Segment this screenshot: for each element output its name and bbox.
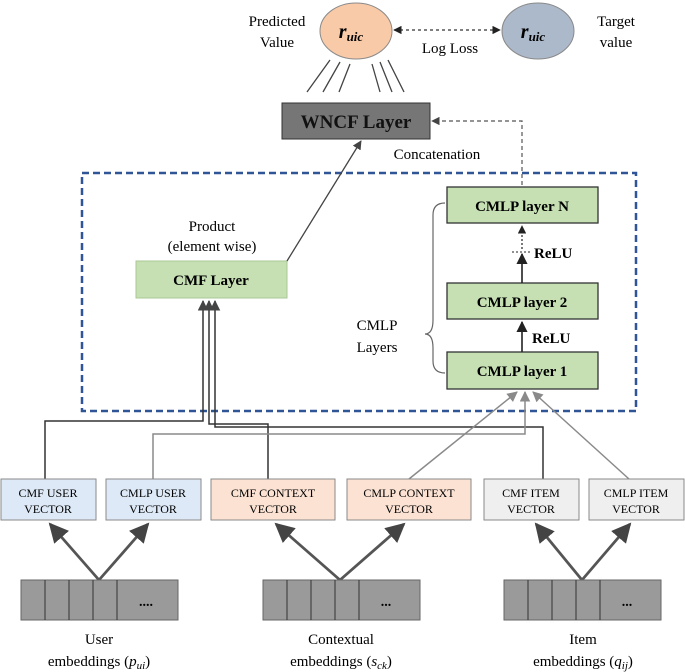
- cmlp-item-vector-line1: CMLP ITEM: [604, 486, 669, 500]
- target-value-node: [501, 2, 575, 60]
- cmlp-context-vector-line1: CMLP CONTEXT: [363, 486, 455, 500]
- cmlp-layer-n-box: [446, 186, 599, 224]
- cmf-layer-box: [135, 260, 288, 299]
- cmf-input-connectors: [44, 299, 544, 479]
- cmlp-item-vector-box: [588, 478, 685, 521]
- user-embedding-dots: ....: [139, 595, 153, 610]
- model-container: [80, 171, 638, 413]
- log-loss-label: Log Loss: [422, 41, 478, 57]
- cmf-context-vector-box: [210, 478, 336, 521]
- cmlp-group-label-line2: Layers: [357, 340, 398, 356]
- cmlp-layer-n-label: CMLP layer N: [475, 199, 569, 215]
- cmlp-context-vector-box: [346, 478, 472, 521]
- cmlp-layer-1-label: CMLP layer 1: [477, 364, 568, 380]
- cmlp-group-label-line1: CMLP: [357, 318, 398, 334]
- cmlp-user-vector-box: [105, 478, 202, 521]
- product-label-line2: (element wise): [168, 239, 257, 255]
- embedding-to-vector-arrows: [48, 522, 632, 582]
- predicted-label-line1: Predicted: [249, 14, 306, 30]
- wncf-layer-label: WNCF Layer: [301, 112, 412, 133]
- relu-label-2: ReLU: [534, 246, 572, 262]
- item-embeddings-label-line1: Item: [569, 632, 597, 648]
- context-embeddings-label-line2: embeddings (sck): [290, 654, 392, 672]
- user-embedding-bar: ....: [20, 579, 179, 621]
- cmlp-layer-2-box: [446, 282, 599, 320]
- cmf-user-vector-line1: CMF USER: [18, 486, 77, 500]
- context-embedding-bar: ...: [262, 579, 421, 621]
- cmlp-layer-1-box: [446, 351, 599, 390]
- concatenation-label: Concatenation: [394, 147, 481, 163]
- wncf-layer-box: [281, 102, 431, 140]
- cmf-item-vector-line2: VECTOR: [507, 502, 555, 516]
- relu-label-1: ReLU: [532, 331, 570, 347]
- context-embeddings-label-line1: Contextual: [308, 632, 374, 648]
- cmf-to-wncf-connector: [286, 140, 362, 262]
- cmf-item-vector-box: [483, 478, 580, 521]
- user-embeddings-label-line2: embeddings (pui): [48, 654, 150, 672]
- cmf-context-vector-line2: VECTOR: [249, 502, 297, 516]
- target-label-line1: Target: [597, 14, 636, 30]
- concat-connector: [431, 116, 523, 185]
- product-label-line1: Product: [189, 219, 236, 235]
- predicted-r-symbol: ruic: [339, 21, 364, 44]
- item-embedding-bar: ...: [503, 579, 662, 621]
- cmlp-context-vector-line2: VECTOR: [385, 502, 433, 516]
- cmf-item-vector-line1: CMF ITEM: [502, 486, 560, 500]
- cmf-layer-label: CMF Layer: [173, 273, 249, 289]
- cmf-user-vector-box: [0, 478, 97, 521]
- context-embedding-dots: ...: [381, 595, 392, 610]
- cmlp-user-vector-line1: CMLP USER: [120, 486, 186, 500]
- item-embedding-dots: ...: [622, 595, 633, 610]
- cmlp-user-vector-line2: VECTOR: [129, 502, 177, 516]
- cmf-context-vector-line1: CMF CONTEXT: [231, 486, 316, 500]
- cmlp-input-connectors: [152, 390, 630, 480]
- cmf-user-vector-line2: VECTOR: [24, 502, 72, 516]
- cmlp-layer-2-label: CMLP layer 2: [477, 295, 568, 311]
- cmlp-item-vector-line2: VECTOR: [612, 502, 660, 516]
- predicted-value-node: [319, 2, 393, 60]
- target-r-symbol: ruic: [521, 21, 546, 44]
- output-rays: [306, 59, 405, 93]
- predicted-label-line2: Value: [260, 35, 294, 51]
- user-embeddings-label-line1: User: [85, 632, 113, 648]
- item-embeddings-label-line2: embeddings (qij): [533, 654, 633, 672]
- target-label-line2: value: [600, 35, 633, 51]
- cmlp-brace: [424, 202, 446, 374]
